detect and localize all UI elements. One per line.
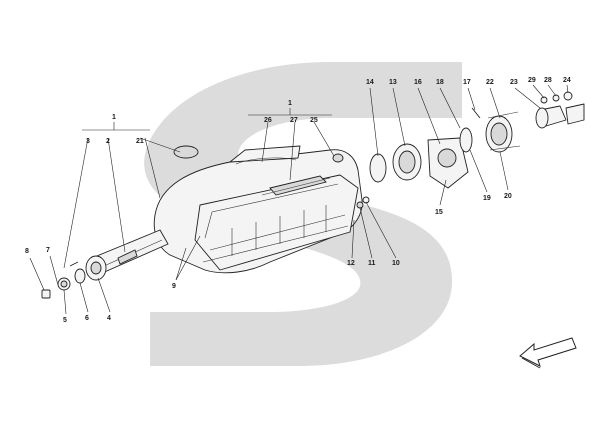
throttle-assembly bbox=[356, 91, 585, 209]
direction-arrow-icon bbox=[519, 337, 577, 369]
callout-29: 29 bbox=[528, 77, 536, 84]
callout-4: 4 bbox=[107, 315, 111, 322]
callouts: 1 3 2 21 1 26 27 25 14 13 16 18 17 22 23… bbox=[25, 77, 571, 324]
callout-13: 13 bbox=[389, 79, 397, 86]
callout-24: 24 bbox=[563, 77, 571, 84]
intake-tube-assembly bbox=[41, 229, 169, 299]
callout-8: 8 bbox=[25, 248, 29, 255]
callout-22: 22 bbox=[486, 79, 494, 86]
callout-14: 14 bbox=[366, 79, 374, 86]
callout-28: 28 bbox=[544, 77, 552, 84]
intake-plenum-cover bbox=[153, 145, 363, 274]
callout-27: 27 bbox=[290, 117, 298, 124]
callout-9: 9 bbox=[172, 283, 176, 290]
callout-15: 15 bbox=[435, 209, 443, 216]
callout-5: 5 bbox=[63, 317, 67, 324]
callout-3: 3 bbox=[86, 138, 90, 145]
callout-1-left: 1 bbox=[112, 114, 116, 121]
callout-11: 11 bbox=[368, 260, 376, 267]
callout-6: 6 bbox=[85, 315, 89, 322]
callout-25: 25 bbox=[310, 117, 318, 124]
callout-12: 12 bbox=[347, 260, 355, 267]
callout-19: 19 bbox=[483, 195, 491, 202]
leader-lines bbox=[29, 84, 569, 315]
callout-20: 20 bbox=[504, 193, 512, 200]
callout-7: 7 bbox=[46, 247, 50, 254]
callout-10: 10 bbox=[392, 260, 400, 267]
callout-2: 2 bbox=[106, 138, 110, 145]
callout-1-top: 1 bbox=[288, 100, 292, 107]
callout-21: 21 bbox=[136, 138, 144, 145]
callout-17: 17 bbox=[463, 79, 471, 86]
callout-16: 16 bbox=[414, 79, 422, 86]
callout-26: 26 bbox=[264, 117, 272, 124]
callout-18: 18 bbox=[436, 79, 444, 86]
callout-23: 23 bbox=[510, 79, 518, 86]
